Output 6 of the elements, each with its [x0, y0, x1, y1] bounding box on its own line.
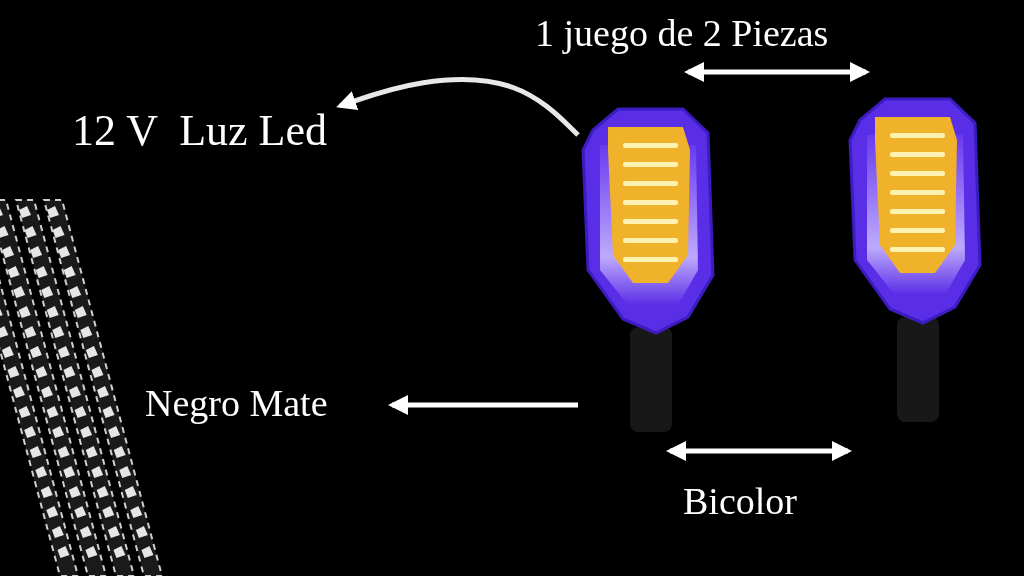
arrow	[336, 77, 580, 137]
arrow	[388, 395, 578, 415]
arrow	[684, 62, 870, 82]
arrow	[666, 441, 852, 461]
annotation-text: Negro Mate	[145, 382, 392, 424]
annotation-text: 12 V Luz Led	[72, 108, 392, 154]
